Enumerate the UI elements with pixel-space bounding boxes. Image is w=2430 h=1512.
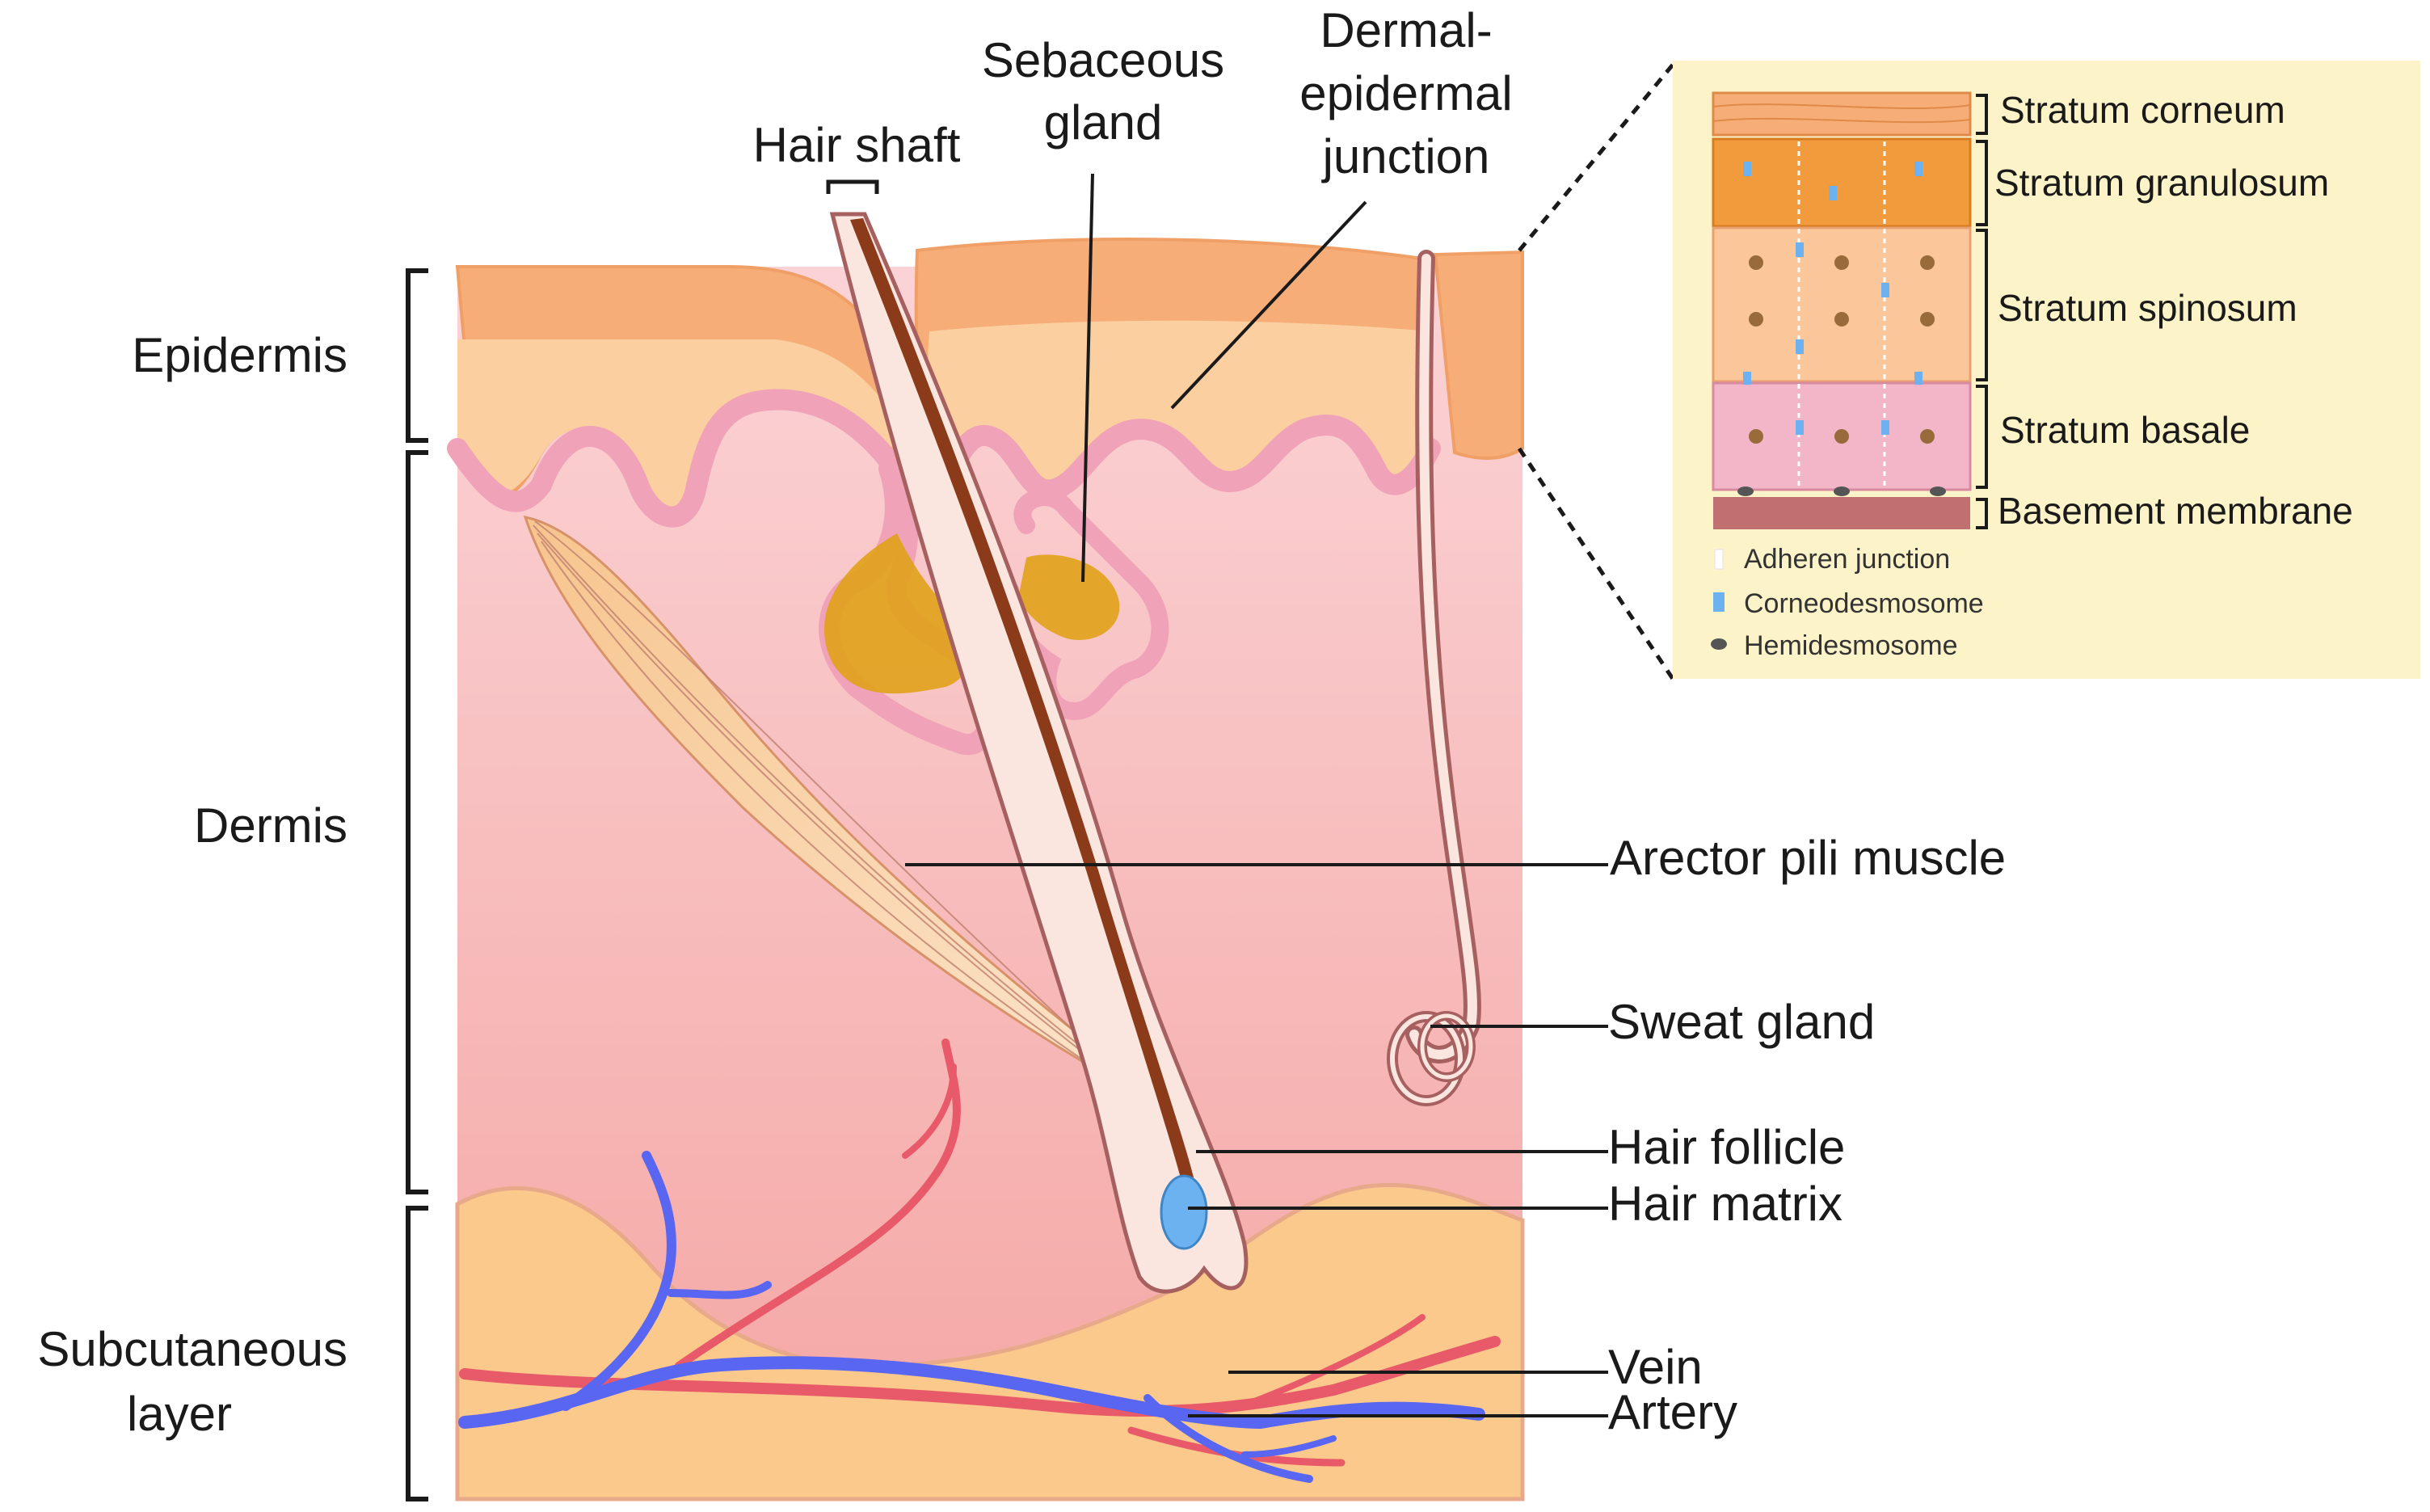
label-dermis: Dermis <box>194 798 347 853</box>
inset-corneodesmosomes <box>1743 162 1923 435</box>
label-hair-matrix: Hair matrix <box>1608 1177 1843 1231</box>
inset-corneum <box>1712 91 1972 137</box>
inset-label-spinosum: Stratum spinosum <box>1998 287 2297 329</box>
label-vein: Vein <box>1608 1340 1703 1394</box>
inset-granulosum <box>1712 137 1972 228</box>
muscle-fibers <box>533 520 1096 1063</box>
inset-hemidesmosomes <box>1737 486 1946 496</box>
sebaceous-outline <box>1001 488 1169 721</box>
epidermis-inner-band <box>457 339 905 511</box>
sebaceous-gland-left <box>823 533 972 694</box>
label-subcutaneous-2: layer <box>127 1387 232 1441</box>
label-subcutaneous-1: Subcutaneous <box>37 1322 347 1376</box>
label-dej-2: epidermal <box>1299 66 1512 120</box>
sebaceous-gland-right <box>1018 554 1120 640</box>
label-artery: Artery <box>1608 1385 1737 1439</box>
inset-label-basale: Stratum basale <box>2000 409 2250 451</box>
sweat-gland-coil <box>1387 1011 1476 1106</box>
label-sweat-gland: Sweat gland <box>1608 995 1875 1049</box>
label-hair-follicle: Hair follicle <box>1608 1120 1845 1174</box>
inset-label-granulosum: Stratum granulosum <box>1994 162 2329 204</box>
label-dej-1: Dermal- <box>1320 3 1492 57</box>
label-sebaceous-1: Sebaceous <box>982 33 1224 87</box>
label-hair-shaft: Hair shaft <box>753 118 961 172</box>
hair-shaft-shape <box>850 218 1196 1190</box>
inset-spinosum <box>1712 226 1972 383</box>
inset-basement <box>1713 497 1970 529</box>
legend-corneodesmosome-marker <box>1713 592 1725 612</box>
zoom-lines <box>1517 63 1675 680</box>
epidermis-right <box>1433 250 1524 460</box>
leader-lines <box>905 173 1608 1417</box>
legend-hemidesmosome-marker <box>1711 638 1727 650</box>
legend-hemidesmosome: Hemidesmosome <box>1744 630 1958 661</box>
inset-nuclei <box>1749 255 1935 444</box>
legend-adheren: Adheren junction <box>1744 544 1950 575</box>
hair-shaft-bracket <box>826 179 879 194</box>
inset-brackets <box>1976 94 1988 529</box>
inset-corneum-lines <box>1712 103 1971 124</box>
inset-label-basement: Basement membrane <box>1998 490 2353 532</box>
dej-basal-chain-mid <box>927 415 1441 501</box>
layer-brackets <box>406 268 428 1501</box>
legend-adheren-marker <box>1714 549 1724 570</box>
label-arrector: Arector pili muscle <box>1610 831 2006 885</box>
epidermis-inner-band-mid <box>928 320 1430 491</box>
veins <box>458 1151 1485 1483</box>
label-dej-3: junction <box>1321 129 1490 183</box>
label-sebaceous-2: gland <box>1044 95 1163 150</box>
legend-corneodesmosome: Corneodesmosome <box>1744 588 1984 619</box>
inset-label-corneum: Stratum corneum <box>2000 89 2285 131</box>
hair-matrix-shape <box>1160 1174 1208 1250</box>
label-epidermis: Epidermis <box>132 328 347 382</box>
